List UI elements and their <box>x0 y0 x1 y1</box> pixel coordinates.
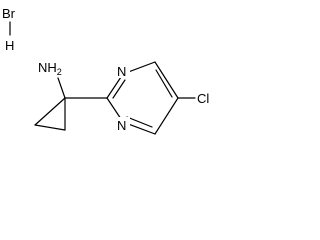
cyclopropane-bond-bottom <box>34 124 66 131</box>
amine-label: NH2 <box>38 60 62 77</box>
double-bond-c2-n1 <box>112 79 126 99</box>
cyclopropane-ring <box>34 97 66 131</box>
double-bond-c4-n3 <box>126 116 153 128</box>
n-top-knockout <box>115 63 130 78</box>
pyrimidine-ring <box>106 61 179 135</box>
c-n-amine-bond <box>57 77 66 99</box>
amine-nh: NH <box>38 60 57 75</box>
hydrogen-label: H <box>5 38 14 53</box>
ring-nitrogen-top: N <box>117 64 126 79</box>
chlorine-label: Cl <box>197 91 209 106</box>
amine-subscript: 2 <box>57 67 62 77</box>
n-bottom-knockout <box>115 117 130 132</box>
structural-formula: Br H NH2 N N Cl <box>2 6 209 135</box>
ring-bond-c6-c5 <box>154 61 179 99</box>
ring-nitrogen-bottom: N <box>117 118 126 133</box>
double-bond-c6-c5 <box>155 69 173 98</box>
cyclopropane-bond-top <box>34 97 66 126</box>
bromine-label: Br <box>2 6 16 21</box>
ring-bond-c5-c4 <box>154 97 179 135</box>
